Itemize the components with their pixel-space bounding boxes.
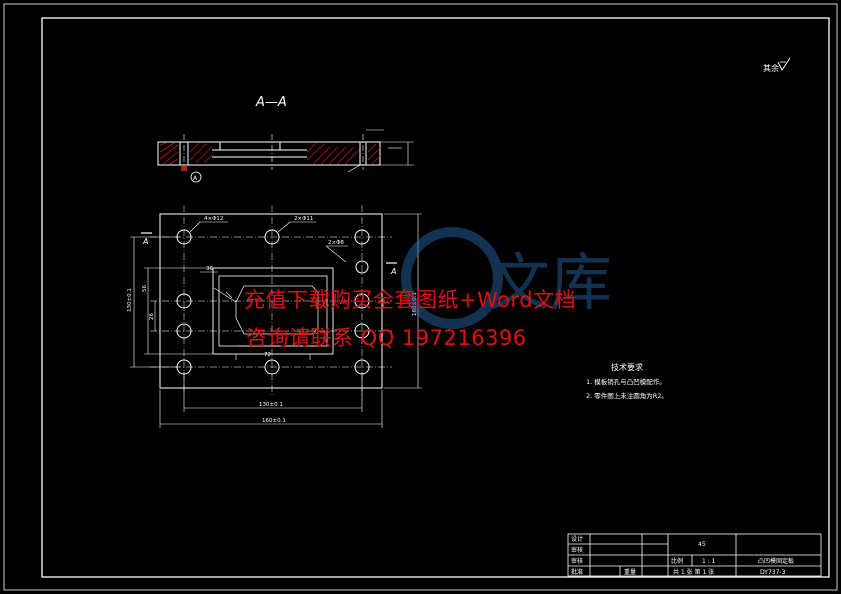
tech-requirements: 技术要求 1. 模板销孔与凸凹模配作。 2. 零件图上未注圆角为R2。 [586, 362, 668, 400]
dim-right-vertical: 160±0.1 [412, 292, 418, 316]
tb-weight-label: 重量 [624, 568, 636, 576]
dim-56: 56 [142, 285, 148, 292]
tb-code: DY737-3 [760, 569, 786, 576]
watermark-line-2: 咨询请联系 QQ 197216396 [246, 326, 527, 350]
dimension-labels: 160±0.1 130±0.1 130±0.1 160±0.1 72 56 26… [127, 216, 418, 424]
dim-36: 36 [206, 266, 213, 272]
roughness-mark: 其余 [763, 57, 791, 73]
dim-26: 26 [149, 313, 155, 320]
tb-drawing-name: 凸凹模固定板 [758, 557, 794, 565]
title-block-text: 设计 审核 审核 批准 45 比例 1 : 1 凸凹模固定板 共 1 张 第 1… [571, 535, 794, 576]
section-mark-circle: A [193, 175, 198, 182]
section-view [157, 129, 414, 183]
title-block [567, 533, 822, 577]
tb-scale-label: 比例 [671, 557, 683, 565]
dim-hole-b: 2×Φ11 [294, 216, 313, 222]
dim-left-vertical: 130±0.1 [127, 288, 133, 312]
dim-hole-c: 2×Φ8 [328, 240, 344, 246]
plan-view [130, 205, 422, 428]
tb-row-1: 设计 [571, 535, 583, 543]
tb-material: 45 [698, 541, 706, 548]
watermark-line-1: 充值下载购买全套图纸+Word文档 [244, 288, 577, 312]
tech-req-item-1: 1. 模板销孔与凸凹模配作。 [586, 377, 666, 386]
section-mark-left: A [142, 237, 148, 246]
outer-frame [3, 3, 838, 591]
watermark-logo: 文库 [401, 227, 612, 329]
roughness-label: 其余 [763, 63, 779, 73]
watermark-logo-text: 文库 [488, 246, 612, 319]
tech-req-title: 技术要求 [611, 362, 643, 372]
inner-frame [41, 17, 830, 578]
section-mark-right: A [390, 267, 396, 276]
tb-sheets: 共 1 张 第 1 张 [673, 568, 714, 576]
tech-req-item-2: 2. 零件图上未注圆角为R2。 [586, 391, 668, 400]
dim-72: 72 [264, 352, 271, 358]
dim-bottom-short: 130±0.1 [259, 402, 283, 408]
dim-bottom-long: 160±0.1 [262, 418, 286, 424]
tb-scale: 1 : 1 [702, 558, 716, 565]
section-label: A—A [255, 95, 287, 110]
tb-row-4: 批准 [571, 568, 583, 576]
tb-row-2: 审核 [571, 546, 583, 554]
tb-row-3: 审核 [571, 557, 583, 565]
dim-hole-a: 4×Φ12 [204, 216, 223, 222]
